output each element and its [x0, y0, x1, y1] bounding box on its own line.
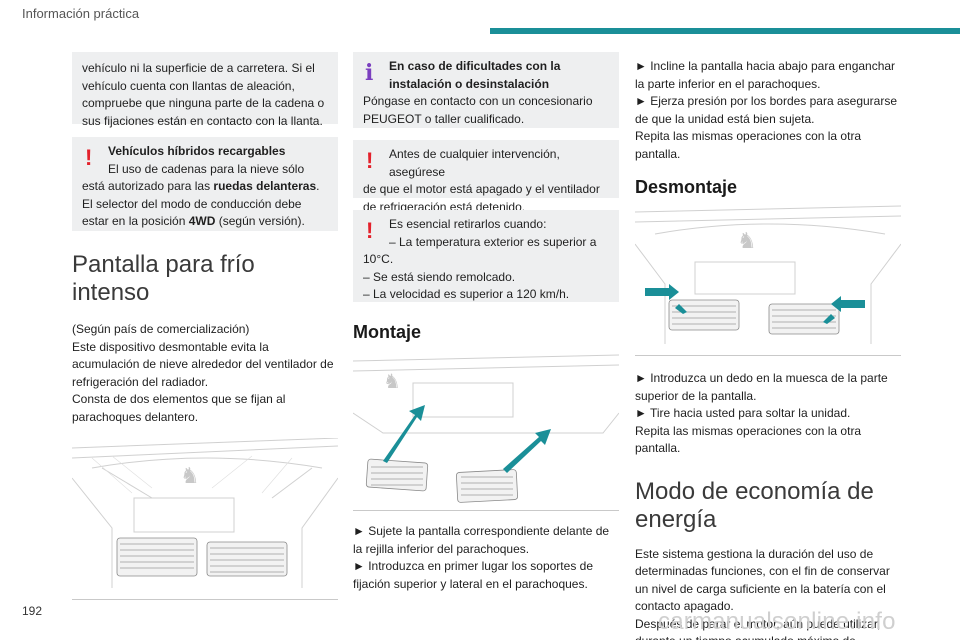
section-title-desmontaje: Desmontaje: [635, 177, 738, 197]
info-title: En caso de dificultades con la instalaci…: [389, 59, 561, 91]
svg-text:♞: ♞: [737, 229, 757, 254]
figure-montaje: ♞: [353, 353, 619, 511]
hybrid-warning-text: El uso de cadenas para la nieve sólo est…: [82, 161, 320, 229]
hybrid-warning-box: ! Vehículos híbridos recargables El uso …: [72, 137, 338, 231]
running-header: Información práctica: [22, 6, 140, 21]
section-title-eco: Modo de economía de energía: [635, 477, 874, 533]
column-1: vehículo ni la superficie de a carretera…: [72, 52, 338, 600]
page-number: 192: [22, 604, 43, 618]
continued-box: vehículo ni la superficie de a carretera…: [72, 52, 338, 128]
warning-icon: !: [366, 148, 374, 173]
eco-text: Este sistema gestiona la duración del us…: [635, 546, 890, 640]
info-icon: i: [365, 60, 374, 86]
cold-screen-text: (Según país de comercialización) Este di…: [72, 322, 334, 424]
column-2: i En caso de dificultades con la instala…: [353, 52, 619, 593]
warning-icon: !: [85, 145, 93, 170]
svg-text:♞: ♞: [180, 464, 200, 489]
car-front-illustration: ♞: [72, 438, 338, 588]
desmontaje-steps: ► Introduzca un dedo en la muesca de la …: [635, 371, 888, 455]
header-accent-bar: [490, 28, 960, 34]
montaje-illustration: ♞: [353, 354, 619, 503]
warning-icon: !: [366, 218, 374, 243]
continued-text: vehículo ni la superficie de a carretera…: [82, 61, 325, 128]
watermark: carmanualsonline.info: [658, 608, 896, 635]
remove-warning-box: ! Es esencial retirarlos cuando: – La te…: [353, 210, 619, 302]
column-3: ► Incline la pantalla hacia abajo para e…: [635, 52, 901, 640]
engine-warning-box: ! Antes de cualquier intervención, asegú…: [353, 140, 619, 214]
desmontaje-illustration: ♞: [635, 205, 901, 344]
svg-text:♞: ♞: [383, 369, 401, 393]
section-title-cold-screen: Pantalla para frío intenso: [72, 251, 255, 306]
figure-desmontaje: ♞: [635, 204, 901, 356]
montaje-steps: ► Sujete la pantalla correspondiente del…: [353, 524, 610, 591]
info-box: i En caso de dificultades con la instala…: [353, 52, 619, 128]
figure-screens-fitted: ♞: [72, 438, 338, 600]
hybrid-warning-title: Vehículos híbridos recargables: [108, 144, 286, 158]
montaje-steps-continued: ► Incline la pantalla hacia abajo para e…: [635, 59, 898, 161]
info-text: Póngase en contacto con un concesionario…: [363, 94, 593, 126]
section-title-montaje: Montaje: [353, 322, 422, 342]
